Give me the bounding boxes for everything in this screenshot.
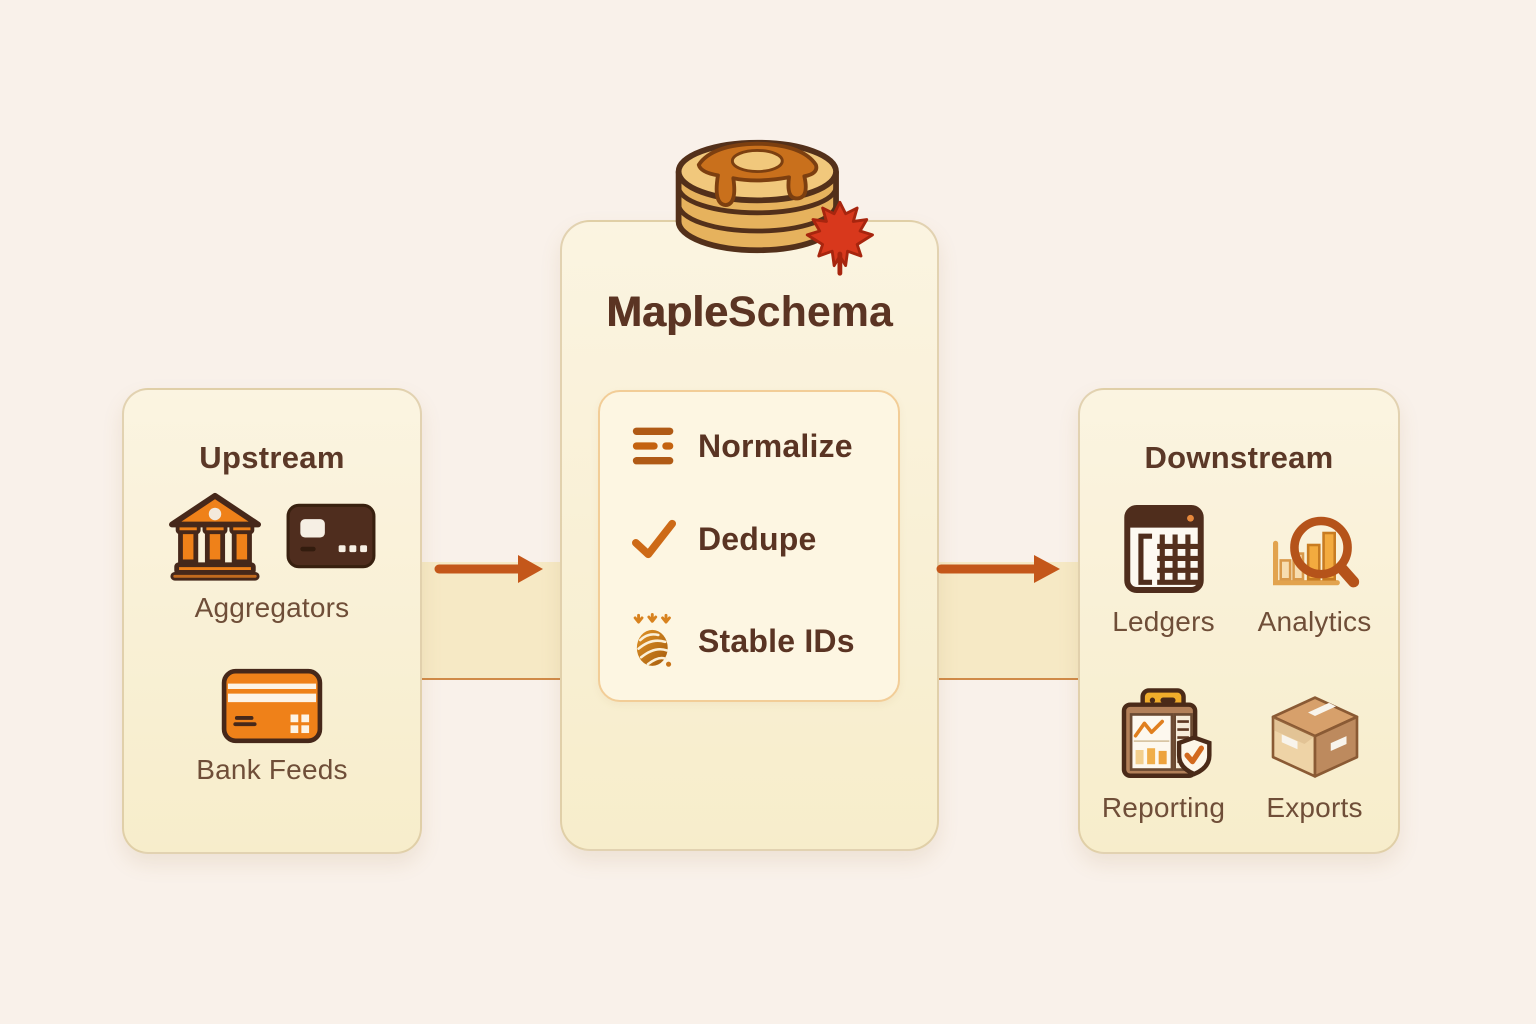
brand-title: MapleSchema xyxy=(562,288,937,337)
report-clipboard-icon xyxy=(1121,688,1212,778)
normalize-lines-icon xyxy=(630,424,678,468)
fingerprint-icon xyxy=(630,610,678,672)
checkmark-icon xyxy=(630,517,678,561)
downstream-item: Analytics xyxy=(1239,482,1390,638)
pipeline-step: Normalize xyxy=(630,424,882,468)
bank-card-icon xyxy=(221,668,323,744)
downstream-title: Downstream xyxy=(1144,439,1334,475)
magnifier-chart-icon xyxy=(1272,516,1359,588)
ledger-table-icon xyxy=(1123,505,1204,593)
pipeline-steps-box: Normalize Dedupe xyxy=(598,390,900,702)
brand-name-secondary: Schema xyxy=(727,288,893,336)
credit-card-icon xyxy=(286,503,376,569)
pipeline-step: Stable IDs xyxy=(630,610,882,672)
brand-name-primary: Maple xyxy=(606,288,728,336)
downstream-item: Reporting xyxy=(1088,668,1239,824)
pipeline-step-label: Dedupe xyxy=(698,520,817,557)
downstream-item: Exports xyxy=(1239,668,1390,824)
bank-icon xyxy=(169,492,261,581)
downstream-item-label: Reporting xyxy=(1101,792,1226,823)
pipeline-panel: MapleSchema Normalize xyxy=(560,220,939,851)
downstream-item-label: Analytics xyxy=(1257,606,1372,637)
arrow-pipeline-to-downstream-icon xyxy=(936,555,1060,583)
pipeline-step-label: Stable IDs xyxy=(698,622,855,659)
upstream-title: Upstream xyxy=(199,439,345,475)
pipeline-step: Dedupe xyxy=(630,517,882,561)
upstream-item-label: Aggregators xyxy=(194,592,350,623)
downstream-item-label: Ledgers xyxy=(1112,606,1215,637)
upstream-panel: Upstream Aggr xyxy=(122,388,422,854)
aggregators-icon-row xyxy=(124,490,420,582)
arrow-upstream-to-pipeline-icon xyxy=(434,555,543,583)
downstream-panel: Downstream xyxy=(1078,388,1400,854)
upstream-item-label: Bank Feeds xyxy=(196,754,348,785)
downstream-item-label: Exports xyxy=(1266,792,1363,823)
pipeline-step-label: Normalize xyxy=(698,427,853,464)
shipping-box-icon xyxy=(1271,696,1358,778)
pancakes-maple-leaf-icon xyxy=(675,139,874,276)
downstream-item: Ledgers xyxy=(1088,482,1239,638)
